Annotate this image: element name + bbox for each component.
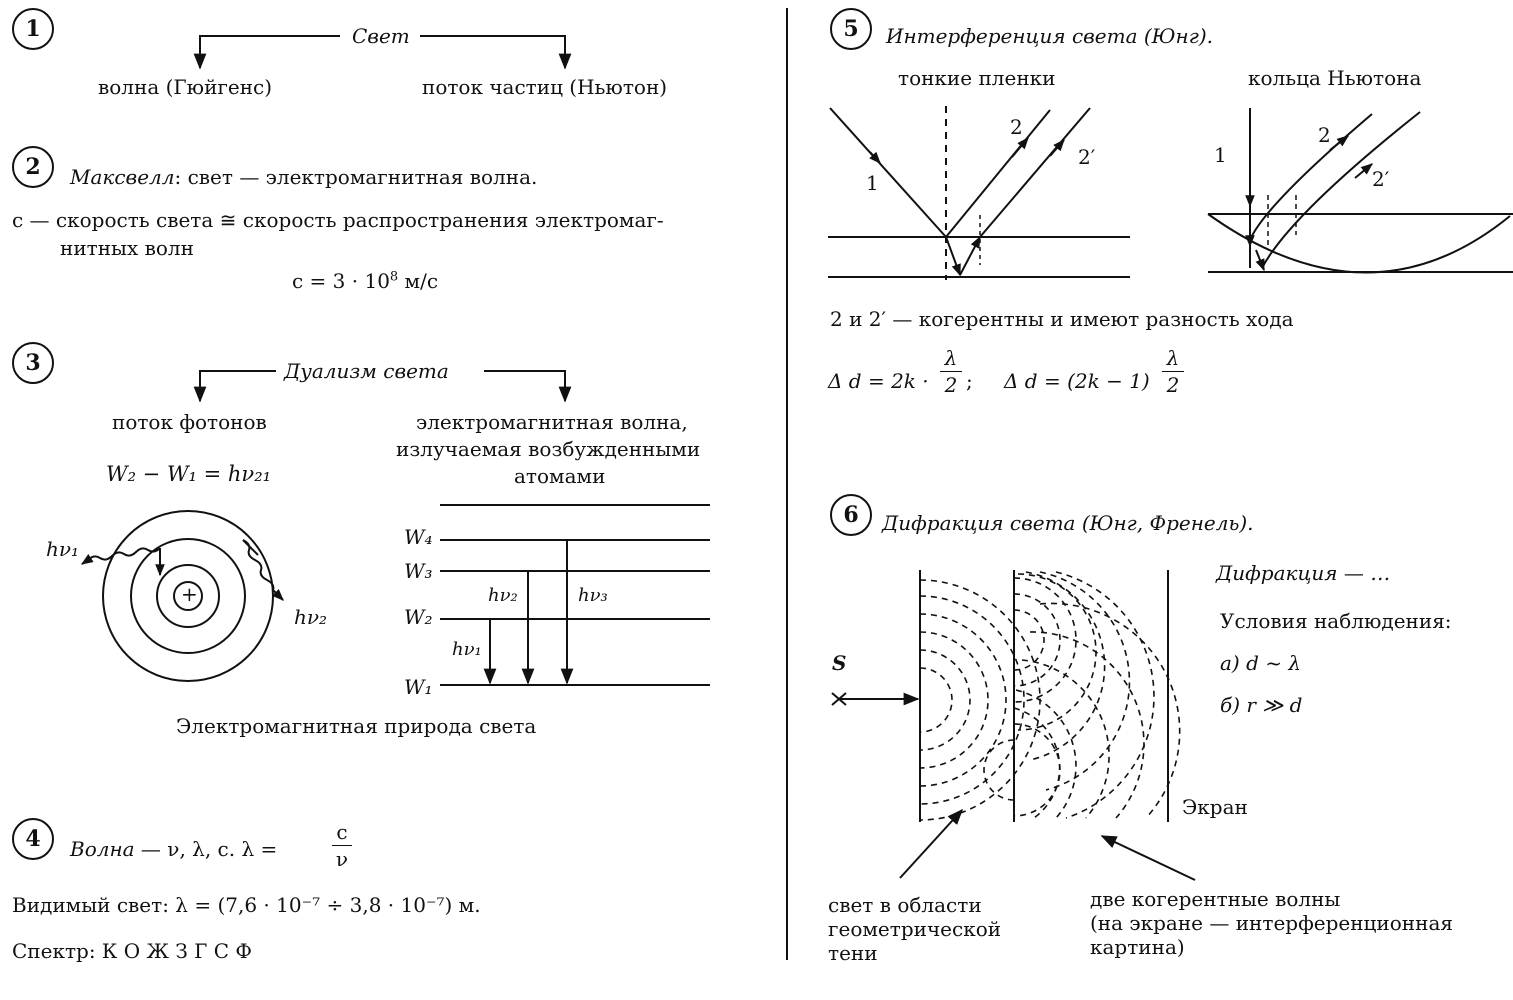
s3-caption: Электромагнитная природа света xyxy=(176,714,537,738)
s2-formula-exp: 8 xyxy=(389,269,399,285)
s2-formula-unit: м/с xyxy=(398,269,439,293)
s2-line2: нитных волн xyxy=(60,236,194,260)
diffraction-diagram xyxy=(831,570,1196,881)
s6-coherent-3: картина) xyxy=(1090,935,1185,959)
photon-hv2-wave xyxy=(242,539,284,601)
s3-nucleus-plus: + xyxy=(181,582,198,606)
s6-source: S xyxy=(832,651,847,675)
section-5-number: 5 xyxy=(830,8,872,50)
s1-bracket xyxy=(193,35,572,70)
photon-hv1-wave xyxy=(81,547,161,565)
s2-maxwell: Максвелл xyxy=(70,165,175,189)
level-w1: W₁ xyxy=(404,675,433,699)
s6-shadow-2: геометрической xyxy=(828,917,1002,941)
energy-levels xyxy=(440,504,710,686)
section-3-number: 3 xyxy=(12,342,54,384)
s4-line1: Волна — ν, λ, c. λ = xyxy=(70,838,277,861)
s1-wave: волна (Гюйгенс) xyxy=(98,75,273,99)
s5-frac2: λ 2 xyxy=(1162,346,1184,397)
s6-coherent-1: две когерентные волны xyxy=(1090,887,1341,911)
film-ray-2p: 2′ xyxy=(1078,145,1096,169)
level-hv2: hν₂ xyxy=(488,585,518,606)
s5-frac1: λ 2 xyxy=(940,346,962,397)
s3-photons: поток фотонов xyxy=(112,410,267,434)
s5-frac1-num: λ xyxy=(944,346,958,370)
s6-diffraction: Дифракция — … xyxy=(1216,561,1391,585)
s3-em-wave-1: электромагнитная волна, xyxy=(416,410,688,434)
nucleus xyxy=(173,581,203,611)
s6-title: Дифракция света (Юнг, Френель). xyxy=(882,511,1254,535)
s6-coherent-2: (на экране — интерференционная xyxy=(1090,911,1453,935)
s2-statement: Максвелл: свет — электромагнитная волна. xyxy=(70,166,537,189)
s1-title: Свет xyxy=(352,24,410,48)
s3-formula: W₂ − W₁ = hν₂₁ xyxy=(106,462,272,486)
s6-conditions: Условия наблюдения: xyxy=(1220,609,1452,633)
s5-frac2-den: 2 xyxy=(1166,373,1180,397)
s4-frac-den: ν xyxy=(335,847,349,871)
s5-frac1-bar xyxy=(940,371,962,372)
level-w4: W₄ xyxy=(404,525,433,549)
level-hv3: hν₃ xyxy=(578,585,608,606)
s5-frac2-bar xyxy=(1162,371,1184,372)
film-ray-2: 2 xyxy=(1010,115,1023,139)
s1-particles: поток частиц (Ньютон) xyxy=(422,75,668,99)
s3-atom-hv1: hν₁ xyxy=(46,537,80,561)
orbit-inner xyxy=(156,564,220,628)
s4-fraction: c ν xyxy=(332,820,352,871)
s2-line1: c — скорость света ≅ скорость распростра… xyxy=(12,208,664,232)
film-ray-1: 1 xyxy=(866,171,879,195)
s4-wave-word: Волна xyxy=(70,837,135,861)
s2-statement-text: : свет — электромагнитная волна. xyxy=(174,165,538,189)
s3-em-wave-3: атомами xyxy=(514,464,606,488)
s6-cond-a: а) d ~ λ xyxy=(1220,651,1302,675)
section-2-number: 2 xyxy=(12,146,54,188)
s3-atom-hv2: hν₂ xyxy=(294,605,328,629)
s3-title: Дуализм света xyxy=(284,359,449,383)
s4-frac-num: c xyxy=(336,820,348,844)
s5-formula1: Δ d = 2k · xyxy=(828,369,929,393)
s5-thin-films: тонкие пленки xyxy=(898,66,1056,90)
s6-shadow-1: свет в области xyxy=(828,893,982,917)
s3-bracket xyxy=(193,370,572,403)
thin-film-diagram xyxy=(828,106,1130,280)
rings-ray-2p: 2′ xyxy=(1372,167,1390,191)
s2-formula-lhs: c = 3 · 10 xyxy=(292,269,390,293)
s5-frac1-den: 2 xyxy=(944,373,958,397)
rings-ray-1: 1 xyxy=(1214,143,1227,167)
s4-params: — ν, λ, c. λ = xyxy=(134,837,278,861)
s4-visible-light: Видимый свет: λ = (7,6 · 10⁻⁷ ÷ 3,8 · 10… xyxy=(12,893,481,917)
section-1-number: 1 xyxy=(12,8,54,50)
lens-curve xyxy=(1207,213,1511,274)
level-w2: W₂ xyxy=(404,605,433,629)
s5-formula2: Δ d = (2k − 1) xyxy=(1004,369,1150,393)
s6-cond-b: б) r ≫ d xyxy=(1220,693,1303,717)
rings-ray-2: 2 xyxy=(1318,123,1331,147)
level-w3: W₃ xyxy=(404,559,433,583)
s4-frac-bar xyxy=(332,845,352,846)
s5-frac2-num: λ xyxy=(1166,346,1180,370)
newton-rings-diagram xyxy=(1207,108,1513,274)
s5-title: Интерференция света (Юнг). xyxy=(886,24,1213,48)
s6-screen: Экран xyxy=(1182,795,1248,819)
section-4-number: 4 xyxy=(12,818,54,860)
atom-diagram xyxy=(81,510,284,682)
s4-spectrum: Спектр: К О Ж З Г С Ф xyxy=(12,939,253,963)
s5-coherent: 2 и 2′ — когерентны и имеют разность ход… xyxy=(830,307,1294,331)
orbit-middle xyxy=(130,538,246,654)
section-6-number: 6 xyxy=(830,494,872,536)
s5-sep: ; xyxy=(966,369,973,393)
s2-formula: c = 3 · 108 м/с xyxy=(292,269,439,293)
s3-em-wave-2: излучаемая возбужденными xyxy=(396,437,701,461)
s6-shadow-3: тени xyxy=(828,941,878,965)
level-hv1: hν₁ xyxy=(452,639,482,660)
s5-newton-rings: кольца Ньютона xyxy=(1248,66,1422,90)
